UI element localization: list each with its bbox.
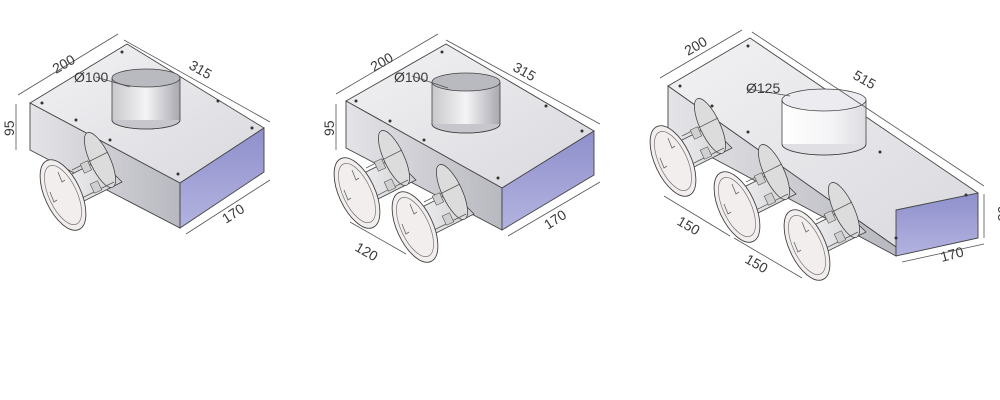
height-label: 95: [321, 120, 337, 136]
depth-label: 170: [541, 206, 569, 232]
length-label: 515: [851, 67, 879, 93]
length-label: 315: [187, 57, 215, 83]
width-label: 200: [682, 33, 710, 59]
dimension-lines: [15, 33, 271, 235]
box-side-face: [501, 130, 595, 231]
outlet-spacing-label-2: 150: [743, 251, 771, 277]
depth-label: 170: [939, 243, 966, 265]
box-side-face: [895, 192, 979, 257]
top-collar: [781, 88, 867, 156]
height-label: 95: [995, 206, 1000, 222]
dimension-lines: [659, 29, 985, 279]
depth-label: 170: [219, 200, 247, 226]
diagram-1: 200 315 170 95 Ø100: [1, 33, 271, 238]
diagram-2: 200 315 170 95 Ø100 120: [321, 33, 601, 270]
diagram-3: 200 515 170 95 Ø125 150 150: [640, 29, 1000, 288]
top-collar: [431, 72, 501, 134]
outlet-spacing-label: 120: [353, 239, 381, 265]
top-collar: [111, 68, 181, 130]
top-diameter-label: Ø100: [394, 69, 428, 85]
length-label: 315: [511, 59, 539, 85]
height-label: 95: [1, 120, 17, 136]
top-diameter-label: Ø125: [746, 80, 780, 96]
box-side-face: [179, 127, 265, 229]
width-label: 200: [368, 49, 396, 75]
dimension-lines: [335, 33, 601, 255]
top-diameter-label: Ø100: [74, 69, 108, 85]
screw-dots: [678, 44, 968, 240]
